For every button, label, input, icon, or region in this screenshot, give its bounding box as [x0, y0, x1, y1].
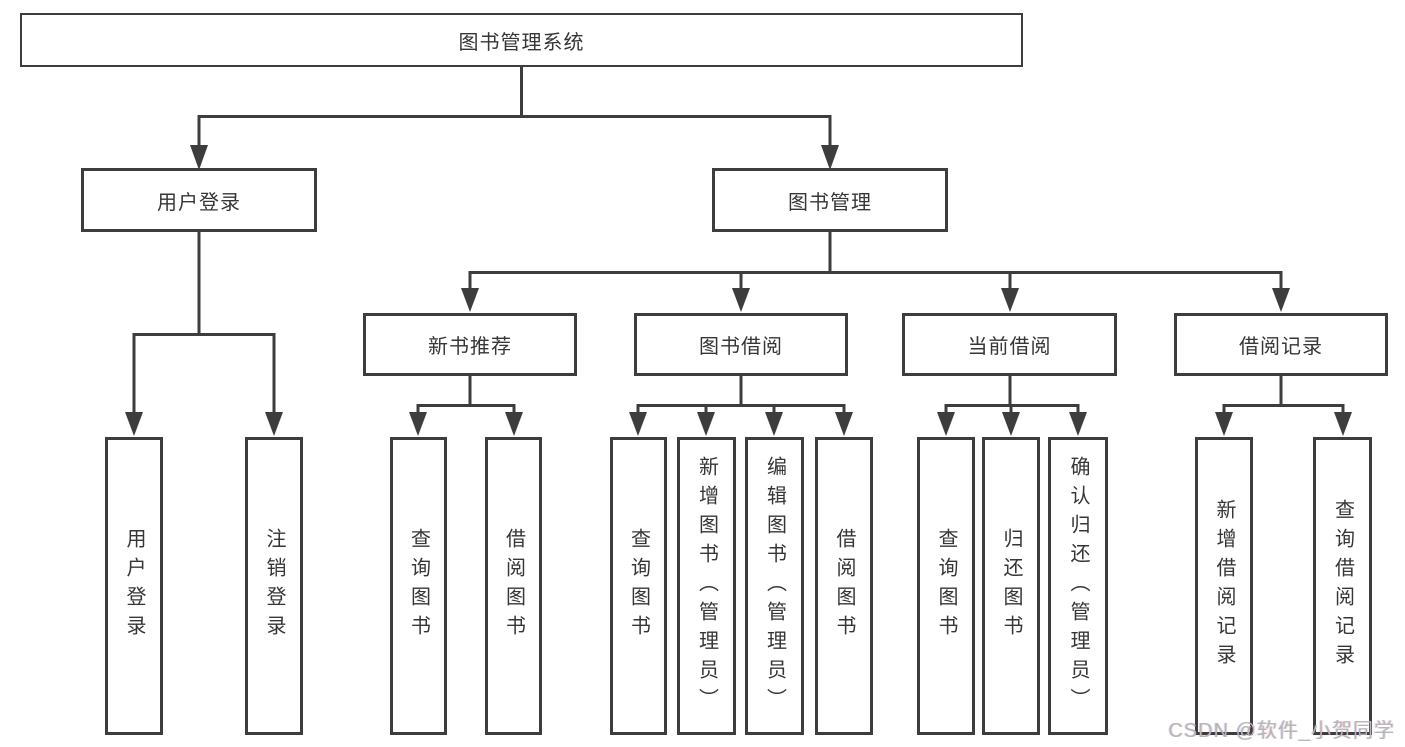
- leaf-current-query-book: 查询图书: [917, 437, 975, 735]
- leaf-records-add-record: 新增借阅记录: [1195, 437, 1253, 735]
- node-user-login: 用户登录: [81, 168, 317, 232]
- leaf-user-login: 用户登录: [105, 437, 163, 735]
- node-new-book-recommend: 新书推荐: [363, 313, 577, 376]
- node-current-borrow: 当前借阅: [902, 313, 1117, 376]
- leaf-recommend-borrow-book: 借阅图书: [485, 437, 542, 735]
- leaf-records-query-record: 查询借阅记录: [1313, 437, 1372, 735]
- leaf-logout: 注销登录: [245, 437, 303, 735]
- leaf-borrow-borrow-book: 借阅图书: [815, 437, 873, 735]
- leaf-borrow-edit-book-admin: 编辑图书（管理员）: [745, 437, 804, 735]
- node-borrow-records: 借阅记录: [1174, 313, 1388, 376]
- node-book-borrow: 图书借阅: [634, 313, 848, 376]
- watermark: CSDN @软件_小贺同学: [1168, 720, 1395, 742]
- leaf-current-return-book: 归还图书: [982, 437, 1040, 735]
- leaf-recommend-query-book: 查询图书: [390, 437, 447, 735]
- leaf-borrow-add-book-admin: 新增图书（管理员）: [677, 437, 736, 735]
- node-library-management-system: 图书管理系统: [20, 13, 1023, 67]
- leaf-current-confirm-return-admin: 确认归还（管理员）: [1048, 437, 1108, 735]
- leaf-borrow-query-book: 查询图书: [610, 437, 667, 735]
- node-book-management: 图书管理: [712, 168, 948, 232]
